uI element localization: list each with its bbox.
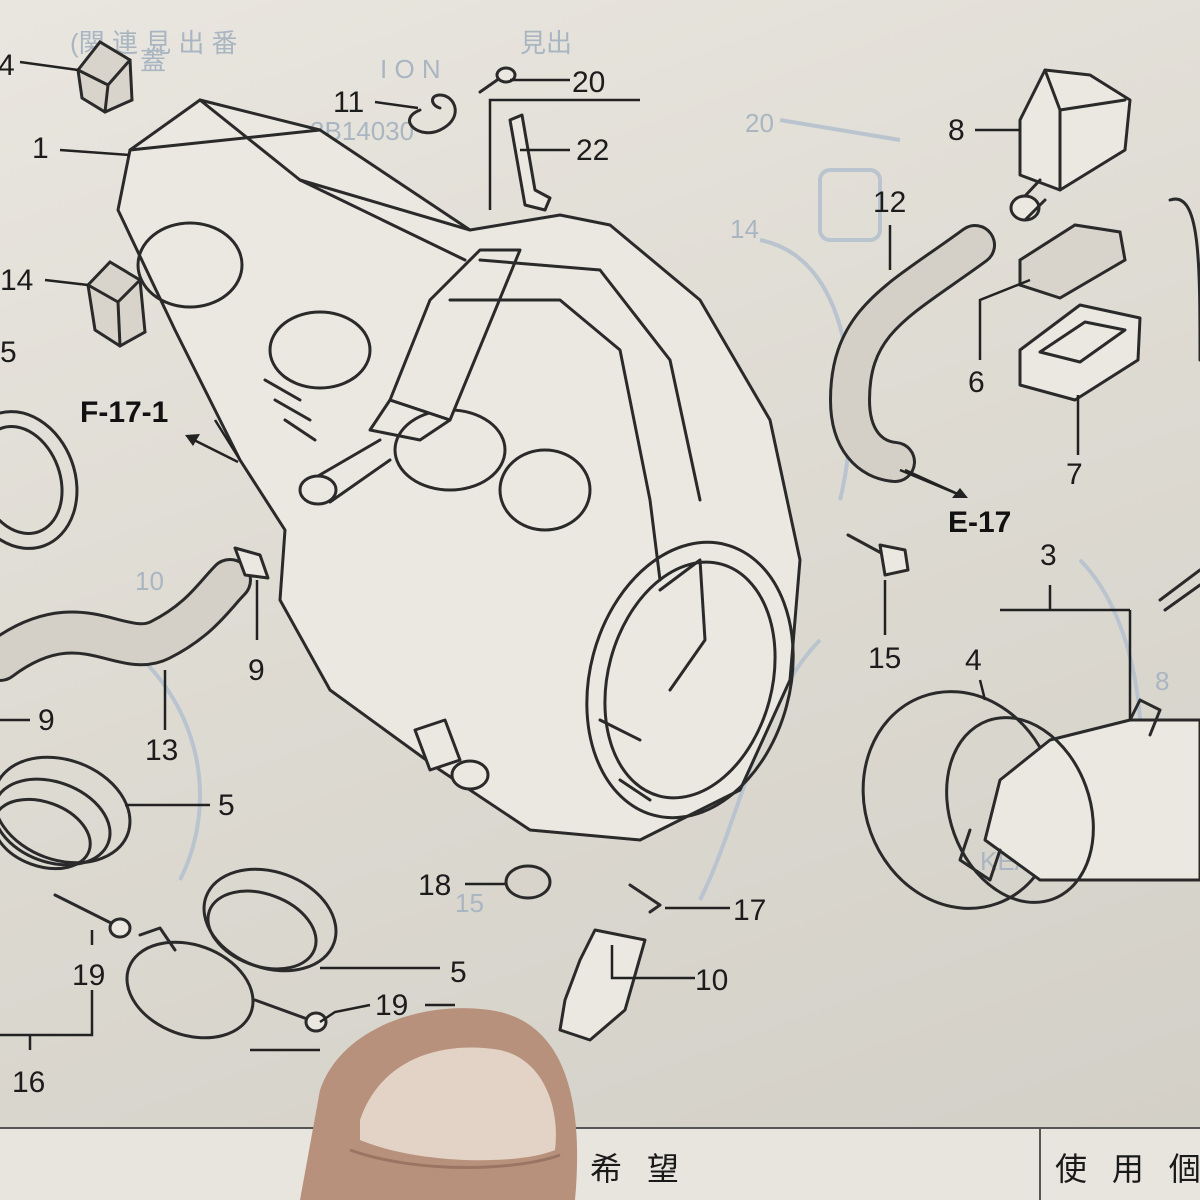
ghost-label-14: 14 [730, 214, 759, 244]
reference-f-17-1: F-17-1 [80, 396, 168, 429]
part-label-5-left: 5 [0, 336, 17, 369]
part-label-1: 1 [32, 132, 49, 165]
part-19-bolt-left [53, 893, 132, 939]
part-13-hose [0, 558, 252, 682]
part-14-block [86, 260, 147, 348]
part-6-pad [1018, 223, 1127, 300]
part-17-clip [628, 883, 662, 914]
part-8-component [1009, 68, 1132, 222]
part-3-4-assembly [861, 197, 1200, 910]
part-10-drain [558, 928, 647, 1042]
part-label-4-right: 4 [965, 644, 982, 677]
part-label-22: 22 [576, 134, 609, 167]
ghost-label-10: 10 [135, 566, 164, 596]
thumb [300, 1008, 578, 1200]
part-16-clamp [125, 926, 255, 1040]
ghost-label-8: 8 [1155, 666, 1169, 696]
part-label-19-right: 19 [375, 989, 408, 1022]
part-label-13: 13 [145, 734, 178, 767]
part-4-block-top [76, 40, 134, 114]
reference-arrows [185, 434, 968, 498]
ghost-text-top-left-2: 蓋 [140, 46, 166, 76]
ghost-text-top-center: 見出 [520, 28, 572, 58]
part-5-rings-left [0, 410, 79, 550]
part-label-10: 10 [695, 964, 728, 997]
part-label-9-mid: 9 [248, 654, 265, 687]
part-11-clip [408, 93, 457, 135]
part-label-11: 11 [333, 86, 364, 119]
air-cleaner-housing [116, 98, 802, 842]
part-label-5-bottom: 5 [450, 956, 467, 989]
footer-text-right: 使 用 個 [1055, 1151, 1200, 1187]
part-label-9-left: 9 [38, 704, 55, 737]
part-5-ring-bottom [202, 867, 338, 973]
part-label-18: 18 [418, 869, 451, 902]
part-label-3: 3 [1040, 539, 1057, 572]
part-12-hose [828, 224, 996, 483]
part-label-4-left: 4 [0, 49, 15, 82]
part-number-labels: 1 3 4 4 5 5 5 6 7 8 9 9 10 11 12 13 14 1… [0, 49, 1083, 1099]
part-label-14: 14 [0, 264, 33, 297]
ghost-label-20: 20 [745, 108, 774, 138]
part-5-ring-mid [0, 755, 132, 871]
part-9-clip [233, 546, 270, 580]
leader-lines [0, 60, 1132, 1052]
reference-labels: F-17-1 E-17 [80, 396, 1011, 539]
part-label-16: 16 [12, 1066, 45, 1099]
ghost-text-top-center-2: I O N [380, 54, 441, 84]
part-label-5-mid: 5 [218, 789, 235, 822]
part-19-bolt-right [253, 998, 328, 1033]
footer-text-center: 希 望 [590, 1151, 687, 1187]
part-label-8: 8 [948, 114, 965, 147]
part-label-15: 15 [868, 642, 901, 675]
part-label-20: 20 [572, 66, 605, 99]
part-22-bracket [508, 113, 552, 212]
part-label-19-left: 19 [72, 959, 105, 992]
part-label-12: 12 [873, 186, 906, 219]
part-7-holder [1018, 303, 1142, 402]
part-20-screw [478, 66, 517, 94]
reference-e-17: E-17 [948, 506, 1011, 539]
part-15-bolt [846, 533, 910, 577]
part-18-grommet [504, 864, 552, 900]
footer-band: 希 望 使 用 個 [0, 1127, 1200, 1200]
ghost-label-15: 15 [455, 888, 484, 918]
part-label-6: 6 [968, 366, 985, 399]
part-label-17: 17 [733, 894, 766, 927]
part-label-7: 7 [1066, 458, 1083, 491]
